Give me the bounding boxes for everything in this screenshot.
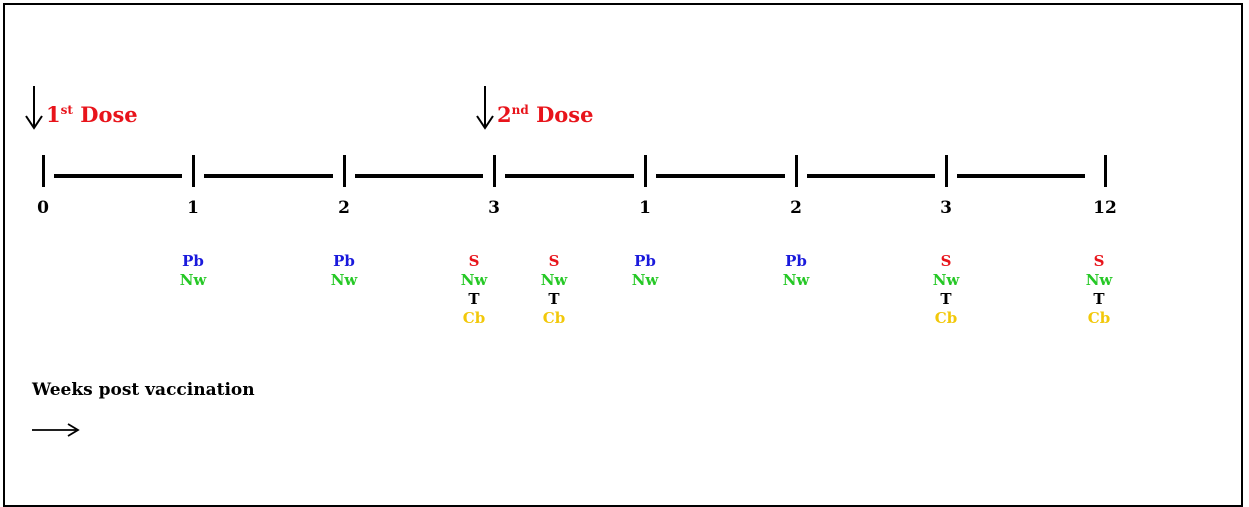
sample-code-nw: Nw xyxy=(540,271,568,289)
sample-code-pb: Pb xyxy=(634,252,656,270)
dose-ordinal-suffix: nd xyxy=(511,103,529,117)
timeline-segment xyxy=(807,174,935,178)
timeline-tick xyxy=(42,155,45,187)
timeline-segment xyxy=(957,174,1085,178)
sample-code-nw: Nw xyxy=(782,271,810,289)
timeline-segment xyxy=(204,174,333,178)
sample-code-cb: Cb xyxy=(934,309,958,327)
sample-code-s: S xyxy=(548,252,560,270)
timeline-segment xyxy=(505,174,634,178)
sample-code-cb: Cb xyxy=(1087,309,1111,327)
sample-code-nw: Nw xyxy=(179,271,207,289)
sample-code-s: S xyxy=(468,252,480,270)
sample-code-t: T xyxy=(940,290,952,308)
sample-code-nw: Nw xyxy=(1085,271,1113,289)
sample-code-s: S xyxy=(1093,252,1105,270)
sample-code-s: S xyxy=(940,252,952,270)
timeline-tick xyxy=(192,155,195,187)
tick-label: 12 xyxy=(1093,198,1117,218)
tick-label: 2 xyxy=(790,198,802,218)
sample-code-cb: Cb xyxy=(542,309,566,327)
dose-label: Dose xyxy=(80,102,138,127)
right-arrow-icon xyxy=(32,423,80,437)
sample-code-pb: Pb xyxy=(333,252,355,270)
timeline-segment xyxy=(54,174,182,178)
timeline-segment xyxy=(656,174,785,178)
tick-label: 2 xyxy=(338,198,350,218)
sample-code-cb: Cb xyxy=(462,309,486,327)
tick-label: 1 xyxy=(639,198,651,218)
tick-label: 1 xyxy=(187,198,199,218)
dose-ordinal: 1 xyxy=(46,102,61,127)
sample-code-nw: Nw xyxy=(460,271,488,289)
timeline-tick xyxy=(1104,155,1107,187)
dose-label: Dose xyxy=(536,102,594,127)
tick-label: 0 xyxy=(37,198,49,218)
timeline-segment xyxy=(355,174,483,178)
sample-code-pb: Pb xyxy=(785,252,807,270)
timeline-tick xyxy=(945,155,948,187)
down-arrow-icon xyxy=(25,86,43,130)
axis-caption: Weeks post vaccination xyxy=(32,380,255,400)
timeline-tick xyxy=(795,155,798,187)
tick-label: 3 xyxy=(940,198,952,218)
sample-code-nw: Nw xyxy=(631,271,659,289)
down-arrow-icon xyxy=(476,86,494,130)
sample-code-nw: Nw xyxy=(932,271,960,289)
timeline-tick xyxy=(343,155,346,187)
sample-code-pb: Pb xyxy=(182,252,204,270)
sample-code-t: T xyxy=(548,290,560,308)
sample-code-t: T xyxy=(1093,290,1105,308)
sample-code-nw: Nw xyxy=(330,271,358,289)
tick-label: 3 xyxy=(488,198,500,218)
dose-ordinal: 2 xyxy=(497,102,512,127)
sample-code-t: T xyxy=(468,290,480,308)
timeline-tick xyxy=(493,155,496,187)
dose-ordinal-suffix: st xyxy=(60,103,73,117)
timeline-tick xyxy=(644,155,647,187)
